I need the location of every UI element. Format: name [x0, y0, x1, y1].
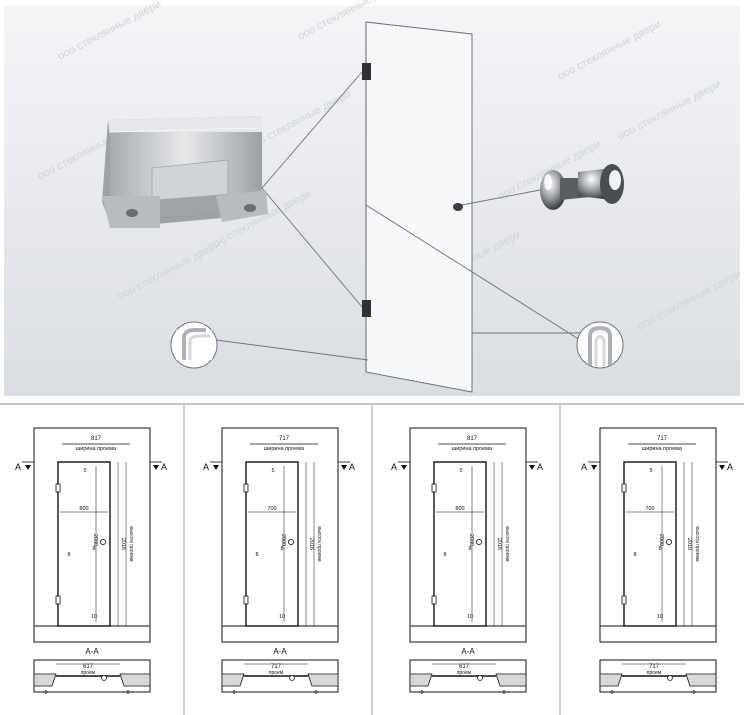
height-total-value: 2016 — [308, 538, 314, 550]
plan-gap-left: 8 — [420, 690, 423, 696]
inner-width-value: 700 — [267, 506, 276, 512]
width-caption: ширина проема — [452, 446, 493, 452]
height-caption: высота проема — [128, 526, 134, 561]
plan-gap-right: 8 — [502, 690, 505, 696]
inner-width-value: 700 — [645, 506, 654, 512]
knob-detail — [540, 164, 624, 210]
glass-hinge-top — [362, 63, 371, 80]
hinge-detail — [102, 116, 268, 228]
height-caption: высота проема — [504, 526, 510, 561]
section-marker-left: A — [15, 462, 21, 472]
height-total-value: 2016 — [686, 538, 692, 550]
glass-knob-point — [453, 203, 463, 211]
section-marker-left: A — [203, 462, 209, 472]
width-caption: ширина проема — [264, 446, 305, 452]
width-value: 717 — [657, 436, 668, 442]
plan-gap-right: 8 — [692, 690, 695, 696]
inner-width-value: 800 — [79, 506, 88, 512]
knob-mark — [476, 539, 483, 546]
height-caption: высота проема — [694, 526, 700, 561]
plan-width-value: 617 — [459, 664, 470, 670]
hinge-mark-top — [243, 483, 249, 493]
knob-mark — [288, 539, 295, 546]
gap-knob-value: 8 — [92, 546, 95, 552]
plan-caption: проем — [647, 670, 662, 676]
plan-width-value: 717 — [271, 664, 282, 670]
gap-knob-value: 8 — [658, 546, 661, 552]
section-marker-left: A — [581, 462, 587, 472]
plan-gap-right: 8 — [126, 690, 129, 696]
width-caption: ширина проема — [642, 446, 683, 452]
section-marker-right: A — [161, 462, 167, 472]
width-value: 817 — [467, 436, 478, 442]
height-total-value: 2016 — [496, 538, 502, 550]
plan-caption: проем — [81, 670, 96, 676]
knob-mark — [100, 539, 107, 546]
gap-bottom-value: 10 — [279, 614, 285, 620]
hinge-mark-top — [621, 483, 627, 493]
gap-side-value: 8 — [67, 552, 70, 558]
seal-right-detail — [576, 321, 624, 369]
section-title: A-A — [461, 647, 475, 656]
hinge-mark-bottom — [243, 595, 249, 605]
hinge-mark-bottom — [55, 595, 61, 605]
hinge-mark-bottom — [621, 595, 627, 605]
hinge-mark-bottom — [431, 595, 437, 605]
height-caption: высота проема — [316, 526, 322, 561]
gap-knob-value: 8 — [280, 546, 283, 552]
gap-top-value: 5 — [459, 468, 462, 474]
door-height-value: 2000 — [658, 534, 664, 546]
hinge-mark-top — [55, 483, 61, 493]
section-marker-right: A — [727, 462, 733, 472]
gap-top-value: 5 — [83, 468, 86, 474]
door-height-value: 2000 — [280, 534, 286, 546]
plan-gap-left: 8 — [44, 690, 47, 696]
width-value: 817 — [91, 436, 102, 442]
section-marker-left: A — [391, 462, 397, 472]
plan-caption: проем — [457, 670, 472, 676]
gap-top-value: 5 — [649, 468, 652, 474]
column-dividers — [183, 405, 561, 715]
plan-gap-left: 8 — [610, 690, 613, 696]
gap-top-value: 5 — [271, 468, 274, 474]
plan-width-value: 617 — [83, 664, 94, 670]
plan-caption: проем — [269, 670, 284, 676]
glass-hinge-bottom — [362, 300, 371, 317]
knob-mark — [666, 539, 673, 546]
plan-width-value: 717 — [649, 664, 660, 670]
gap-bottom-value: 10 — [657, 614, 663, 620]
gap-knob-value: 8 — [468, 546, 471, 552]
height-total-value: 2016 — [120, 538, 126, 550]
gap-side-value: 8 — [443, 552, 446, 558]
plan-gap-left: 8 — [232, 690, 235, 696]
gap-side-value: 8 — [633, 552, 636, 558]
width-caption: ширина проема — [76, 446, 117, 452]
door-height-value: 2000 — [92, 534, 98, 546]
door-height-value: 2000 — [468, 534, 474, 546]
section-marker-right: A — [537, 462, 543, 472]
callout-lines — [215, 71, 581, 361]
inner-width-value: 800 — [455, 506, 464, 512]
gap-side-value: 8 — [255, 552, 258, 558]
plan-gap-right: 8 — [314, 690, 317, 696]
width-value: 717 — [279, 436, 290, 442]
seal-left-detail — [170, 321, 218, 369]
hinge-mark-top — [431, 483, 437, 493]
gap-bottom-value: 10 — [91, 614, 97, 620]
section-title: A-A — [85, 647, 99, 656]
gap-bottom-value: 10 — [467, 614, 473, 620]
section-marker-right: A — [349, 462, 355, 472]
section-title: A-A — [273, 647, 287, 656]
